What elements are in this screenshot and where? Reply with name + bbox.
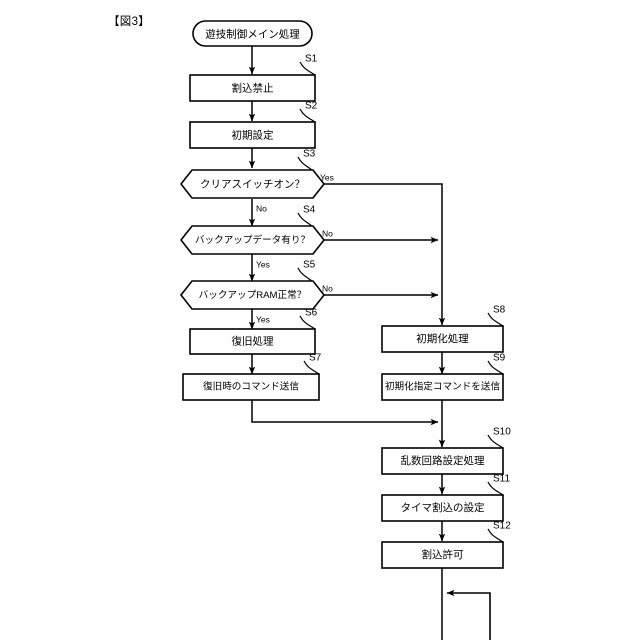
step-label-s1: S1: [305, 54, 318, 65]
node-s8-label: 初期化処理: [416, 332, 469, 345]
node-s10-label: 乱数回路設定処理: [401, 454, 485, 467]
node-s4[interactable]: [179, 225, 326, 255]
figure-number-label: 【図3】: [108, 16, 151, 28]
loopback-return-path: [446, 589, 491, 640]
leader-s12: [487, 528, 504, 543]
branch-label-s5-no: No: [322, 283, 333, 293]
leader-s6: [299, 315, 316, 330]
node-start[interactable]: [192, 20, 313, 47]
node-s6[interactable]: [189, 328, 316, 355]
branch-label-s3-no: No: [256, 203, 267, 213]
node-s11-label: タイマ割込の設定: [401, 501, 485, 514]
leader-s1: [299, 61, 316, 76]
node-s1-label: 割込禁止: [232, 81, 274, 94]
node-s7[interactable]: [182, 373, 320, 401]
step-label-s6: S6: [305, 308, 318, 319]
leader-s4: [297, 212, 313, 227]
step-label-s9: S9: [493, 353, 506, 364]
leader-s10: [487, 434, 504, 449]
node-s12[interactable]: [381, 541, 504, 569]
node-s9[interactable]: [381, 373, 504, 401]
node-s3-label: クリアスイッチオン？: [200, 178, 305, 190]
node-s3[interactable]: [179, 169, 326, 199]
leader-s5: [297, 267, 313, 282]
branch-label-s5-yes: Yes: [256, 314, 270, 324]
step-label-s10: S10: [493, 427, 511, 438]
leader-s2: [299, 108, 316, 123]
step-label-s11: S11: [493, 474, 510, 485]
node-s8[interactable]: [381, 325, 504, 353]
step-label-s5: S5: [303, 260, 316, 271]
step-label-s8: S8: [493, 305, 506, 316]
leader-s9: [487, 360, 504, 375]
leader-s8: [487, 312, 504, 327]
branch-label-s3-yes: Yes: [320, 172, 334, 182]
node-s7-label: 復旧時のコマンド送信: [203, 381, 299, 393]
node-s5-label: バックアップRAM正常？: [199, 289, 307, 301]
step-label-s3: S3: [303, 149, 316, 160]
edge-s7-to-trunk: [251, 400, 439, 426]
node-s5[interactable]: [179, 280, 326, 310]
step-label-s7: S7: [309, 353, 322, 364]
node-start-label: 遊技制御メイン処理: [205, 27, 300, 40]
node-s4-label: バックアップデータ有り？: [195, 234, 310, 246]
step-label-s2: S2: [305, 101, 318, 112]
node-s12-label: 割込許可: [422, 548, 464, 561]
node-s9-label: 初期化指定コマンドを送信: [385, 381, 501, 393]
branch-label-s4-yes: Yes: [256, 259, 270, 269]
step-label-s4: S4: [303, 205, 316, 216]
node-s1[interactable]: [189, 74, 316, 102]
edge-s3-yes-to-s8: [318, 183, 446, 326]
branch-label-s4-no: No: [322, 228, 333, 238]
node-s6-label: 復旧処理: [232, 334, 274, 347]
node-s10[interactable]: [381, 447, 504, 475]
node-s2-label: 初期設定: [232, 128, 274, 141]
step-label-s12: S12: [493, 521, 511, 532]
node-s2[interactable]: [189, 121, 316, 149]
leader-s11: [487, 481, 504, 496]
node-s11[interactable]: [381, 494, 504, 522]
leader-s7: [303, 360, 320, 375]
leader-s3: [297, 156, 313, 171]
